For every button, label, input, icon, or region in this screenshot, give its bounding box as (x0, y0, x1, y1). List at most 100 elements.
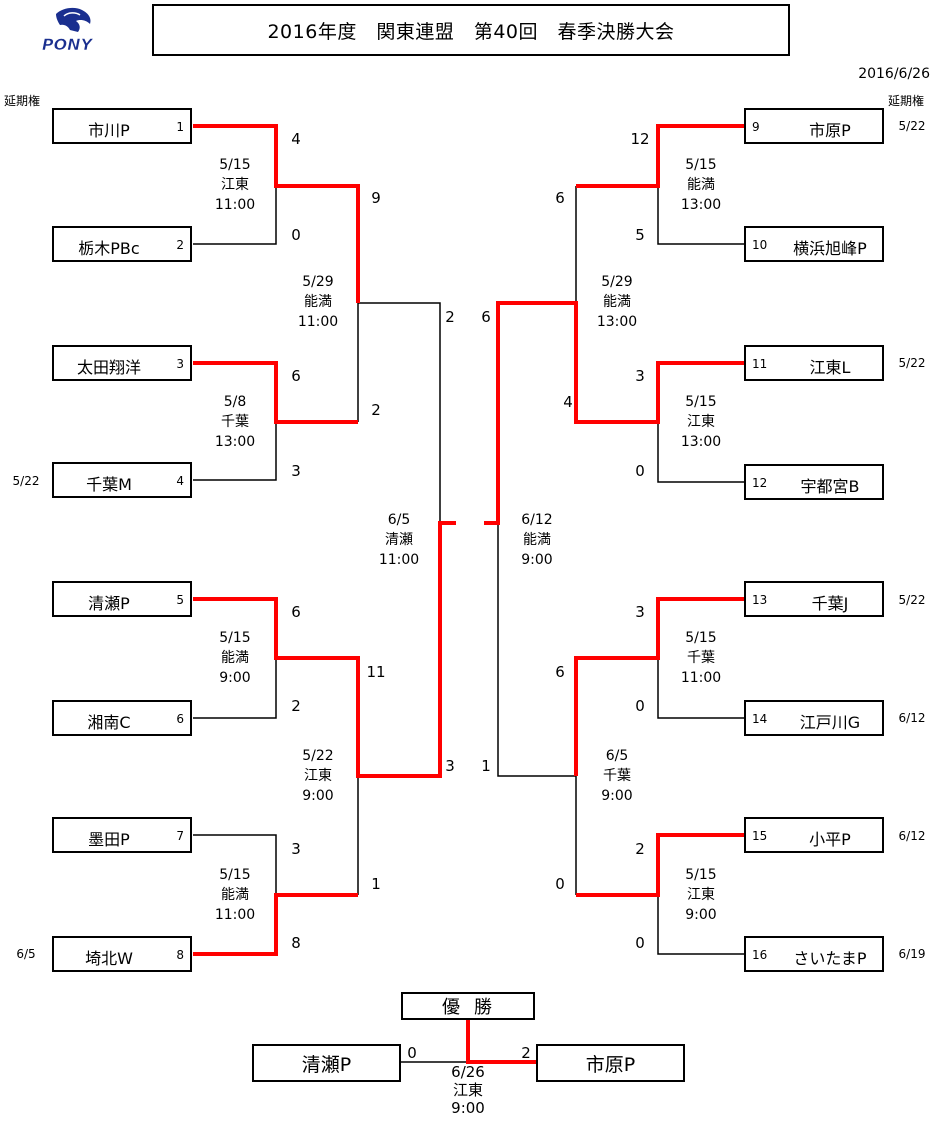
postpone-date-13: 5/22 (898, 593, 926, 607)
tournament-title: 2016年度 関東連盟 第40回 春季決勝大会 (152, 4, 790, 56)
team-box-13: 13 千葉J (744, 581, 884, 617)
match-date: 6/26 (451, 1063, 485, 1081)
match-venue: 能満 (687, 177, 715, 193)
final-team-right: 市原P (536, 1044, 685, 1082)
score-r3b: 0 (635, 697, 645, 715)
score-l1a: 4 (291, 130, 301, 148)
score-r7a: 6 (481, 308, 491, 326)
match-venue: 江東 (221, 177, 249, 193)
match-time: 11:00 (214, 907, 256, 923)
match-venue: 能満 (221, 650, 249, 666)
match-date: 6/5 (605, 748, 629, 764)
team-seed: 13 (752, 593, 768, 607)
score-r1b: 5 (635, 226, 645, 244)
postpone-right-header-left: 延期権 (4, 94, 41, 108)
team-name: 横浜旭峰P (793, 239, 867, 258)
pony-logo-icon: PONY (42, 7, 94, 54)
postpone-date-14: 6/12 (898, 711, 926, 725)
match-date: 5/29 (302, 274, 334, 290)
postpone-date-9: 5/22 (898, 119, 926, 133)
match-info-r3: 5/15 千葉 11:00 (666, 628, 736, 688)
team-seed: 12 (752, 476, 768, 490)
match-date: 5/15 (219, 157, 251, 173)
postpone-date-16: 6/19 (898, 947, 926, 961)
team-seed: 2 (176, 238, 184, 252)
match-time: 9:00 (219, 670, 251, 686)
match-date: 5/29 (601, 274, 633, 290)
score-final-left: 0 (407, 1044, 417, 1062)
match-time: 11:00 (680, 670, 722, 686)
score-l5a: 9 (371, 189, 381, 207)
match-date: 5/22 (302, 748, 334, 764)
team-name: 墨田P (88, 830, 130, 849)
team-name: 埼北W (85, 949, 133, 968)
match-date: 5/15 (685, 630, 717, 646)
score-l6a: 11 (366, 663, 386, 681)
team-name: 宇都宮B (800, 477, 860, 496)
team-seed: 14 (752, 712, 768, 726)
score-l4a: 3 (291, 840, 301, 858)
team-seed: 6 (176, 712, 184, 726)
match-venue: 千葉 (603, 768, 631, 784)
match-time: 9:00 (521, 552, 553, 568)
team-name: 千葉M (86, 475, 132, 494)
score-r4b: 0 (635, 934, 645, 952)
score-l3b: 2 (291, 697, 301, 715)
report-date: 2016/6/26 (858, 66, 930, 82)
match-time: 13:00 (596, 314, 638, 330)
match-venue: 能満 (304, 294, 332, 310)
match-time: 11:00 (297, 314, 339, 330)
match-venue: 江東 (687, 887, 715, 903)
team-name: 市原P (809, 121, 851, 140)
match-venue: 千葉 (221, 414, 249, 430)
team-name: 市川P (88, 121, 130, 140)
postpone-date-15: 6/12 (898, 829, 926, 843)
match-time: 13:00 (680, 434, 722, 450)
match-time: 9:00 (685, 907, 717, 923)
match-time: 11:00 (378, 552, 420, 568)
team-seed: 5 (176, 593, 184, 607)
team-name: さいたまP (793, 949, 867, 968)
postpone-date-4: 5/22 (12, 474, 40, 488)
score-l3a: 6 (291, 603, 301, 621)
match-time: 11:00 (214, 197, 256, 213)
score-r2b: 0 (635, 462, 645, 480)
score-r6b: 0 (555, 875, 565, 893)
team-seed: 4 (176, 474, 184, 488)
score-r2a: 3 (635, 367, 645, 385)
match-venue: 千葉 (687, 650, 715, 666)
team-seed: 10 (752, 238, 768, 252)
match-date: 6/12 (521, 512, 553, 528)
score-r3a: 3 (635, 603, 645, 621)
team-box-12: 12 宇都宮B (744, 464, 884, 500)
score-r6a: 6 (555, 663, 565, 681)
match-venue: 能満 (221, 887, 249, 903)
score-l2a: 6 (291, 367, 301, 385)
postpone-right-header-right: 延期権 (888, 94, 925, 108)
team-box-4: 千葉M 4 (52, 462, 192, 498)
team-name: 千葉J (811, 594, 849, 613)
postpone-date-11: 5/22 (898, 356, 926, 370)
team-box-10: 10 横浜旭峰P (744, 226, 884, 262)
team-seed: 15 (752, 829, 768, 843)
postpone-date-8: 6/5 (16, 947, 36, 961)
